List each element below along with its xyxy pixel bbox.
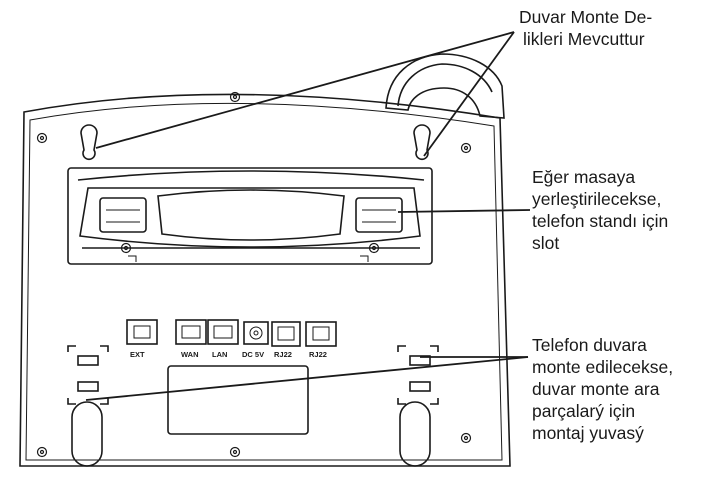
- dc-port-jack: [249, 326, 263, 340]
- callout-wall-holes-line: likleri Mevcuttur: [523, 29, 645, 49]
- rubber-foot-right: [399, 401, 431, 467]
- ext-port: [126, 319, 158, 345]
- screw-icon: [120, 242, 132, 254]
- callout-wall-bracket: Telefon duvara monte edilecekse, duvar m…: [532, 334, 673, 444]
- lan-port-socket: [213, 325, 233, 339]
- lan-port-label: LAN: [212, 350, 227, 359]
- dc-port-label: DC 5V: [242, 350, 264, 359]
- leader-bracket-foot: [85, 356, 529, 401]
- leader-lines: [85, 31, 531, 401]
- stand-clip-right-ridge: [362, 209, 396, 223]
- screw-icon: [36, 446, 48, 458]
- callout-wall-bracket-line: Telefon duvara: [532, 335, 647, 355]
- callout-desk-slot-line: slot: [532, 233, 560, 253]
- callout-desk-slot-line: Eğer masaya: [532, 167, 636, 187]
- stand-slot-foot-right: [360, 255, 369, 262]
- rj22-port-1-label: RJ22: [274, 350, 292, 359]
- bracket-corners-right: [397, 345, 439, 405]
- keyhole-right: [413, 124, 431, 161]
- screw-icons: [36, 91, 472, 458]
- callout-wall-bracket-line: monte edilecekse,: [532, 357, 674, 377]
- rj22-port-2-socket: [312, 326, 330, 341]
- stand-slot-top: [77, 170, 425, 181]
- leader-desk-slot: [397, 209, 531, 213]
- leader-wall-holes-right: [423, 31, 515, 157]
- handset-inner: [397, 63, 493, 107]
- stand-slot-foot-left: [128, 255, 137, 262]
- callout-wall-bracket-line: montaj yuvasý: [532, 423, 644, 443]
- callout-desk-slot-line: telefon standı için: [532, 211, 669, 231]
- rj22-port-1: [271, 321, 301, 347]
- ext-port-socket: [133, 325, 151, 339]
- bracket-slot-right-top: [409, 355, 431, 366]
- stand-slot-cradle: [157, 189, 345, 241]
- leader-wall-holes-left: [95, 31, 515, 149]
- wan-port-label: WAN: [181, 350, 199, 359]
- callout-wall-holes: Duvar Monte De- likleri Mevcuttur: [519, 6, 652, 50]
- ext-port-label: EXT: [130, 350, 145, 359]
- stand-slot-tray: [79, 187, 421, 248]
- handset-outline: [385, 53, 505, 119]
- screw-icon: [368, 242, 380, 254]
- callout-desk-slot-line: yerleştirilecekse,: [532, 189, 662, 209]
- stand-clip-left: [99, 197, 147, 233]
- callout-desk-slot: Eğer masaya yerleştirilecekse, telefon s…: [532, 166, 668, 254]
- phone-body-outline: [19, 93, 511, 467]
- bracket-slot-right-bottom: [409, 381, 431, 392]
- screw-icon: [36, 132, 48, 144]
- dc-port: [243, 321, 269, 345]
- stand-clip-left-ridge: [106, 209, 140, 223]
- bracket-slot-left-top: [77, 355, 99, 366]
- stand-clip-right: [355, 197, 403, 233]
- label-plate: [167, 365, 309, 435]
- callout-wall-bracket-line: duvar monte ara: [532, 379, 660, 399]
- screw-icon: [229, 91, 241, 103]
- bracket-slot-left-bottom: [77, 381, 99, 392]
- rj22-port-1-socket: [277, 326, 295, 341]
- stand-slot-frame: [67, 167, 433, 265]
- dc-port-pin: [253, 330, 259, 336]
- rubber-foot-left: [71, 401, 103, 467]
- rj22-port-2-label: RJ22: [309, 350, 327, 359]
- wan-port: [175, 319, 207, 345]
- lan-port: [207, 319, 239, 345]
- screw-icon: [460, 142, 472, 154]
- wan-port-socket: [181, 325, 201, 339]
- phone-body-inner-edge: [25, 102, 503, 461]
- callout-wall-bracket-line: parçalarý için: [532, 401, 636, 421]
- bracket-corners-left: [67, 345, 109, 405]
- rj22-port-2: [305, 321, 337, 347]
- screw-icon: [460, 432, 472, 444]
- callout-wall-holes-line: Duvar Monte De-: [519, 7, 653, 27]
- screw-icon: [229, 446, 241, 458]
- keyhole-left: [80, 124, 98, 161]
